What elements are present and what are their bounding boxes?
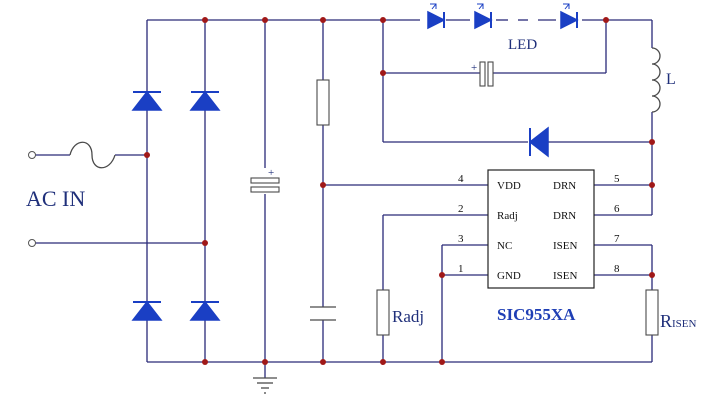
bridge-diode-bottom-left [131,300,163,321]
ac-in-label: AC IN [26,186,85,211]
bulk-capacitor: + [250,167,280,193]
radj-label: Radj [392,307,424,326]
bulk-cap-plus-sign: + [268,167,274,179]
led-2 [474,3,493,30]
junctions [144,17,655,365]
ic-pin-label: ISEN [553,270,578,282]
radj-resistor [376,289,390,336]
led-1 [427,3,446,30]
fuse [69,141,116,169]
bridge-diode-top-right [189,90,221,111]
led-3 [560,3,579,30]
vdd-capacitor [310,306,336,321]
risen-label-subscript: ISEN [672,318,697,330]
ic-pin-number: 6 [614,203,620,215]
ic-body [487,169,595,289]
ic-part-name: SIC955XA [497,305,576,324]
ic-sic955xa: 4 VDD 2 Radj 3 NC 1 GND 5 DRN 6 DRN 7 IS… [458,169,620,289]
ic-pin-label: Radj [497,210,518,222]
wires [35,19,653,378]
ac-terminal-top [28,151,36,159]
bridge-diode-top-left [131,90,163,111]
ic-pin-label: NC [497,240,512,252]
ic-pin-number: 1 [458,263,464,275]
ic-pin-number: 8 [614,263,620,275]
ic-pin-number: 3 [458,233,464,245]
freewheel-diode [528,126,549,158]
ic-pin-number: 7 [614,233,620,245]
risen-label: RISEN [660,311,697,331]
ic-pin-label: DRN [553,180,576,192]
ground-icon [253,377,277,394]
risen-resistor [645,289,659,336]
ic-pin-label: VDD [497,180,521,192]
startup-resistor [316,79,330,126]
inductor [651,47,661,113]
risen-label-main: R [660,311,672,331]
ic-pin-number: 5 [614,173,620,185]
ic-pin-number: 4 [458,173,464,185]
led-cap-plus-sign: + [471,62,477,74]
ic-pin-number: 2 [458,203,464,215]
ic-pin-label: ISEN [553,240,578,252]
led-label: LED [508,37,537,53]
ic-pin-label: GND [497,270,521,282]
inductor-label: L [666,71,676,88]
led-output-capacitor: + [471,61,494,87]
ac-terminal-bottom [28,239,36,247]
ic-pin-label: DRN [553,210,576,222]
bridge-diode-bottom-right [189,300,221,321]
